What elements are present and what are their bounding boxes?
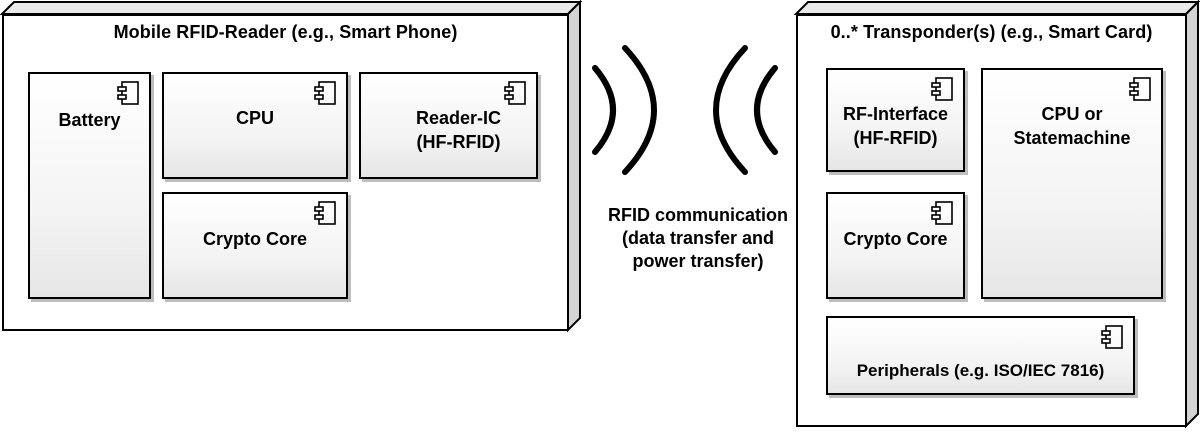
transponder-node-title: 0..* Transponder(s) (e.g., Smart Card) — [830, 22, 1153, 42]
reader-ic-component[interactable]: Reader-IC (HF-RFID) — [359, 72, 538, 179]
wireless-signal-icon — [592, 45, 778, 175]
reader-crypto-component[interactable]: Crypto Core — [162, 192, 348, 299]
transponder-crypto-component[interactable]: Crypto Core — [826, 192, 965, 299]
component-icon — [1101, 325, 1123, 349]
component-icon — [117, 81, 139, 105]
rf-interface-component[interactable]: RF-Interface (HF-RFID) — [826, 68, 965, 172]
signal-arc-left-outer — [622, 45, 657, 175]
signal-arc-right-outer — [713, 45, 748, 175]
battery-component[interactable]: Battery — [28, 72, 151, 299]
cpu-component[interactable]: CPU — [162, 72, 348, 179]
battery-label: Battery — [58, 110, 121, 130]
comm-line3: power transfer) — [632, 251, 764, 271]
component-icon — [504, 81, 526, 105]
reader-ic-label-line1: Reader-IC — [415, 108, 502, 128]
component-icon — [314, 81, 336, 105]
component-icon — [931, 201, 953, 225]
signal-arc-right-inner — [754, 65, 778, 155]
peripherals-label: Peripherals (e.g. ISO/IEC 7816) — [856, 361, 1105, 380]
comm-line2: (data transfer and — [621, 228, 775, 248]
reader-node-title: Mobile RFID-Reader (e.g., Smart Phone) — [113, 22, 458, 42]
peripherals-component[interactable]: Peripherals (e.g. ISO/IEC 7816) — [826, 316, 1135, 395]
rfid-communication-label: RFID communication (data transfer and po… — [588, 204, 808, 273]
transponder-cpu-label-line2: Statemachine — [1013, 128, 1131, 148]
component-icon — [314, 201, 336, 225]
rf-interface-label-line1: RF-Interface — [842, 104, 949, 124]
transponder-cpu-label-line1: CPU or — [1041, 104, 1103, 124]
cpu-label: CPU — [235, 108, 274, 128]
transponder-crypto-label: Crypto Core — [843, 229, 948, 249]
signal-arc-left-inner — [592, 65, 616, 155]
component-icon — [1129, 77, 1151, 101]
rf-interface-label-line2: (HF-RFID) — [853, 128, 938, 148]
transponder-cpu-component[interactable]: CPU or Statemachine — [981, 68, 1163, 299]
reader-ic-label-line2: (HF-RFID) — [416, 132, 501, 152]
comm-line1: RFID communication — [607, 205, 788, 225]
reader-crypto-label: Crypto Core — [202, 229, 307, 249]
component-icon — [931, 77, 953, 101]
